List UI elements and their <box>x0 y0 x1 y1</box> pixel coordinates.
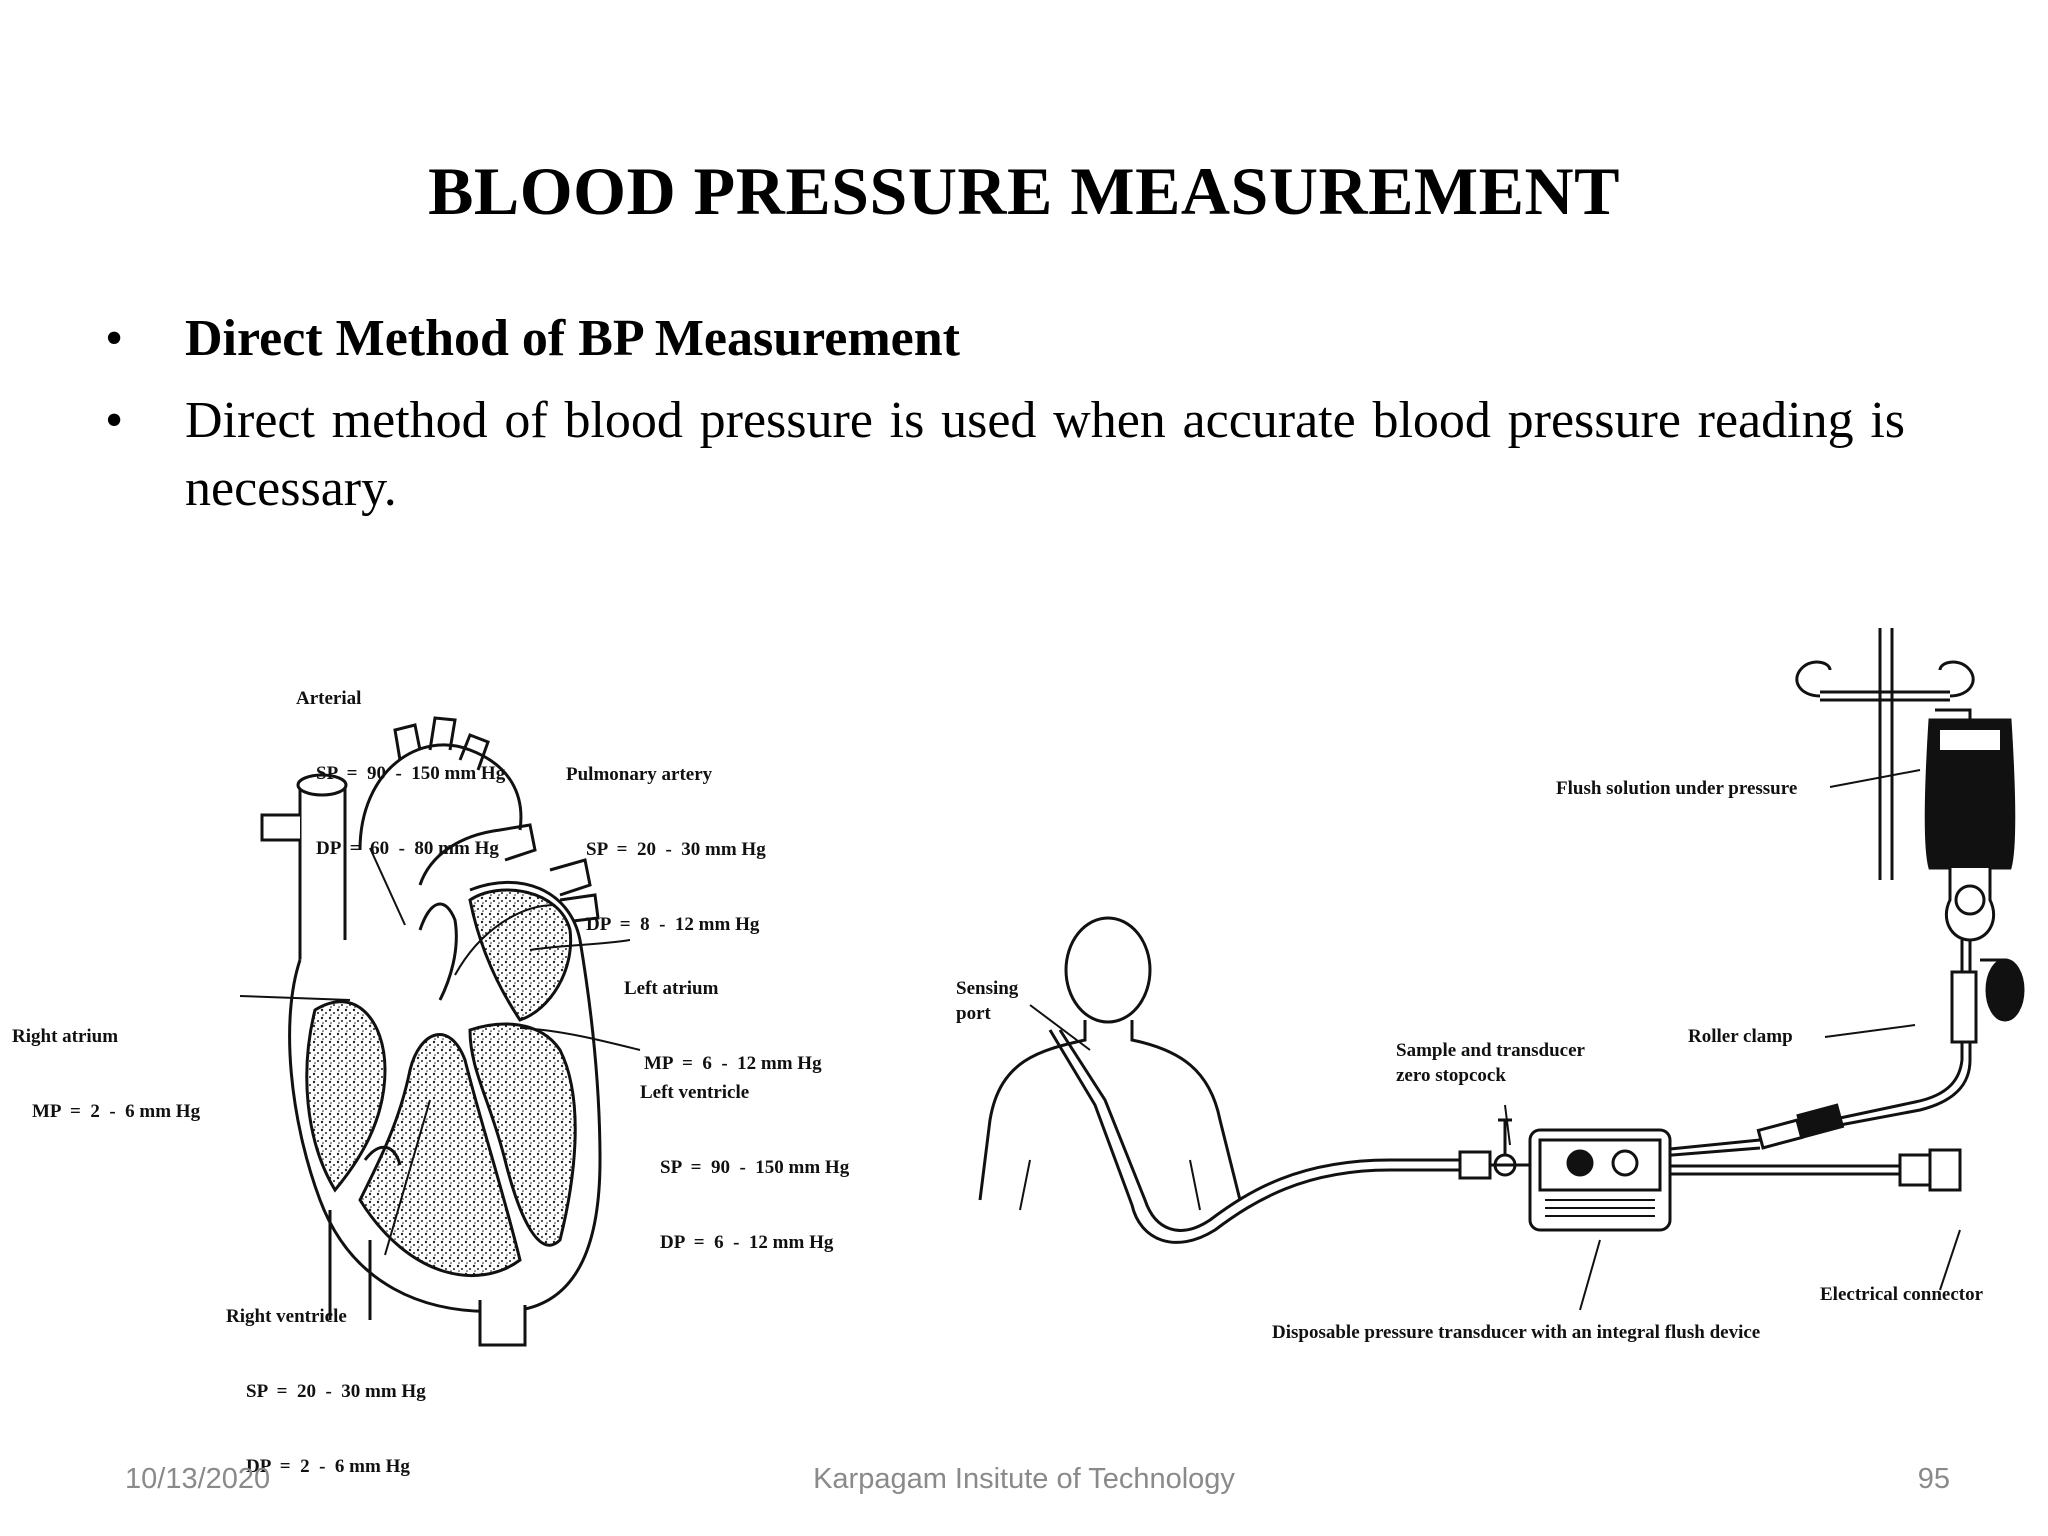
bullet-marker: • <box>105 392 124 449</box>
slide-title: BLOOD PRESSURE MEASUREMENT <box>428 153 1620 229</box>
label-stopcock: Sample and transducer zero stopcock <box>1396 1040 1585 1086</box>
label-pulmonary-artery: Pulmonary artery SP = 20 - 30 mm Hg DP =… <box>566 764 766 935</box>
label-left-ventricle: Left ventricle SP = 90 - 150 mm Hg DP = … <box>640 1082 850 1253</box>
monitoring-setup-diagram <box>978 628 2025 1311</box>
label-right-ventricle: Right ventricle SP = 20 - 30 mm Hg DP = … <box>226 1306 426 1477</box>
label-sensing-port: Sensing port <box>956 978 1019 1024</box>
label-right-atrium: Right atrium MP = 2 - 6 mm Hg <box>12 1026 201 1122</box>
heart-figure: Arterial SP = 90 - 150 mm Hg DP = 60 - 8… <box>0 600 920 1477</box>
footer-date: 10/13/2020 <box>125 1463 271 1495</box>
bullet-item: • Direct Method of BP Measurement <box>105 305 1905 373</box>
label-transducer: Disposable pressure transducer with an i… <box>1272 1322 1761 1343</box>
bullet-text: Direct Method of BP Measurement <box>185 310 960 367</box>
bullet-item: • Direct method of blood pressure is use… <box>105 387 1905 523</box>
label-left-atrium: Left atrium MP = 6 - 12 mm Hg <box>624 978 822 1074</box>
footer-page-number: 95 <box>1917 1463 1950 1495</box>
bullet-marker: • <box>105 310 124 367</box>
bullet-list: • Direct Method of BP Measurement • Dire… <box>105 305 1905 537</box>
label-flush-solution: Flush solution under pressure <box>1556 778 1798 799</box>
label-electrical-connector: Electrical connector <box>1820 1284 1984 1305</box>
bullet-text: Direct method of blood pressure is used … <box>185 392 1905 517</box>
footer-institution: Karpagam Insitute of Technology <box>813 1463 1235 1495</box>
heart-diagram <box>239 716 641 1347</box>
label-arterial: Arterial SP = 90 - 150 mm Hg DP = 60 - 8… <box>296 688 506 859</box>
label-roller-clamp: Roller clamp <box>1688 1026 1793 1047</box>
setup-figure: Flush solution under pressure Sensing po… <box>940 600 2040 1360</box>
